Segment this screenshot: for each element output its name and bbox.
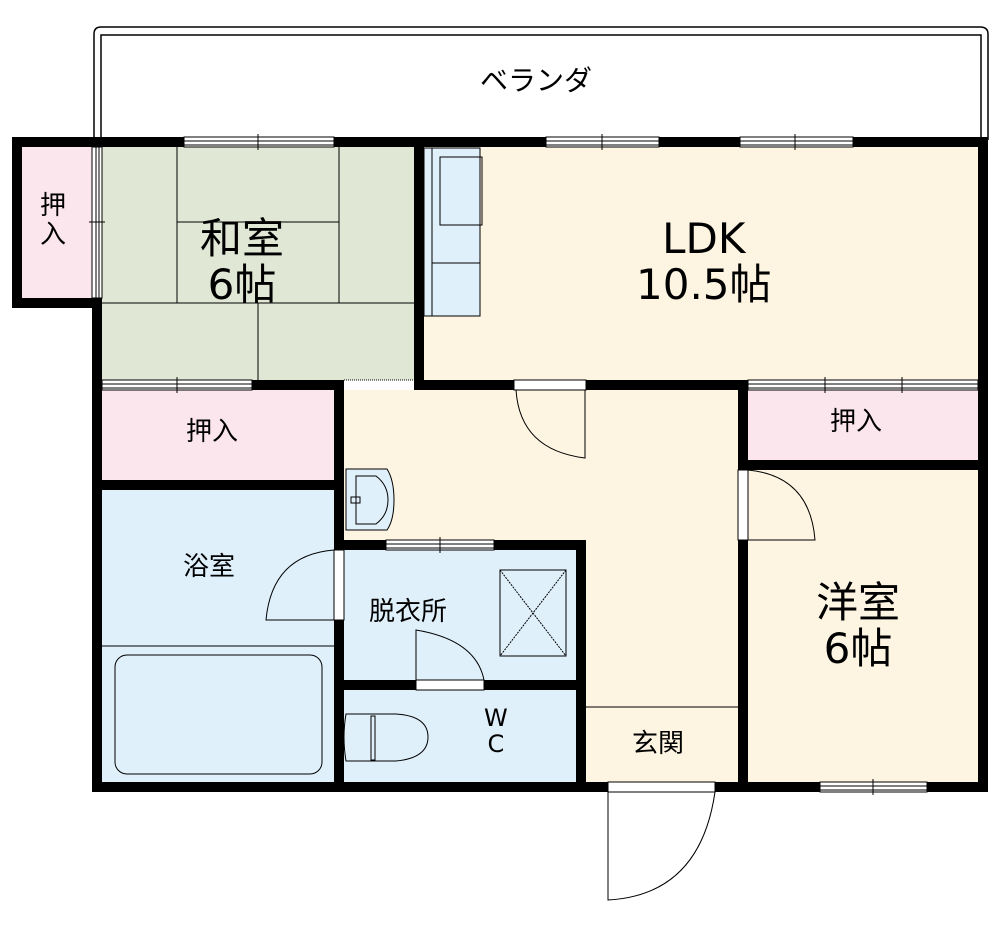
doors (265, 379, 816, 901)
balcony (93, 26, 989, 140)
youshitsu-name: 洋室 (816, 578, 901, 627)
bath-fill (102, 490, 334, 782)
ldk-label: LDK 10.5帖 (636, 214, 772, 310)
dressing-label: 脱衣所 (369, 597, 448, 627)
oshiire-mid-label: 押入 (186, 417, 239, 447)
windows (89, 134, 979, 795)
ldk-name: LDK (662, 214, 746, 263)
washitsu-label: 和室 6帖 (200, 214, 285, 310)
oshiire-left-fill (22, 146, 94, 298)
toilet (343, 713, 429, 762)
dressing-fill (344, 550, 576, 680)
oshiire-left-bottom: 入 (40, 219, 67, 250)
youshitsu-size: 6帖 (823, 624, 893, 674)
wc-top: W (484, 704, 508, 732)
washitsu-name: 和室 (200, 214, 285, 263)
oshiire-right-label: 押入 (830, 407, 883, 437)
washbasin (345, 468, 395, 531)
oshiire-mid-fill (102, 390, 334, 480)
wc-bottom: C (487, 730, 505, 759)
ldk-size: 10.5帖 (636, 260, 772, 310)
youshitsu-fill (748, 470, 978, 782)
bath-label: 浴室 (183, 552, 236, 582)
tatami-lines (102, 146, 414, 380)
washitsu-size: 6帖 (207, 260, 277, 310)
youshitsu-label: 洋室 6帖 (816, 578, 901, 674)
oshiire-left-top: 押 (40, 191, 67, 221)
entrance-label: 玄関 (632, 729, 685, 759)
wc-label: W C (484, 705, 508, 758)
washing-machine (499, 569, 567, 657)
kitchen-counter (423, 147, 483, 317)
oshiire-left-label: 押 入 (40, 192, 66, 249)
balcony-label: ベランダ (480, 64, 593, 97)
bathtub (102, 645, 334, 775)
ldk-fill (424, 146, 978, 380)
oshiire-right-fill (748, 390, 978, 460)
walls (12, 137, 988, 792)
